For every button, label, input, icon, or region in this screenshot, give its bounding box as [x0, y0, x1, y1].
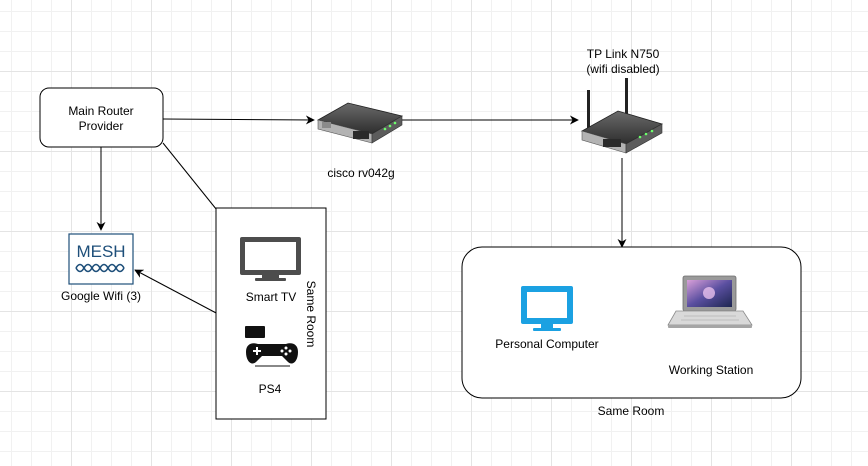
tplink-label-line2: (wifi disabled): [586, 62, 659, 76]
working-station-label: Working Station: [669, 363, 754, 377]
ps4-node[interactable]: PS4: [245, 326, 298, 396]
router-icon: [580, 78, 664, 154]
main-router-node[interactable]: Main Router Provider: [39, 87, 164, 148]
google-wifi-node[interactable]: MESH Google Wifi (3): [61, 233, 141, 303]
right-room-group[interactable]: Same Room: [461, 246, 802, 418]
main-router-label-line2: Provider: [79, 119, 124, 133]
left-room-label: Same Room: [304, 281, 318, 348]
personal-computer-label: Personal Computer: [495, 337, 598, 351]
laptop-icon: [667, 275, 753, 328]
cisco-router-node[interactable]: cisco rv042g: [316, 102, 404, 180]
router-icon: [316, 102, 404, 144]
monitor-icon: [521, 286, 573, 331]
ps4-label: PS4: [259, 382, 282, 396]
smart-tv-label: Smart TV: [246, 290, 296, 304]
mesh-icon-text: MESH: [76, 242, 125, 261]
right-room-label: Same Room: [598, 404, 665, 418]
working-station-node[interactable]: Working Station: [667, 275, 754, 377]
cisco-label: cisco rv042g: [327, 166, 394, 180]
edge-main-router-to-cisco[interactable]: [162, 115, 315, 125]
mesh-icon: MESH: [68, 233, 134, 285]
tv-icon: [240, 237, 301, 281]
game-console-icon: [245, 326, 298, 367]
main-router-label-line1: Main Router: [68, 104, 133, 118]
tplink-router-node[interactable]: TP Link N750 (wifi disabled): [580, 47, 664, 154]
personal-computer-node[interactable]: Personal Computer: [495, 286, 599, 351]
google-wifi-label: Google Wifi (3): [61, 289, 141, 303]
tplink-label-line1: TP Link N750: [587, 47, 660, 61]
smart-tv-node[interactable]: Smart TV: [240, 237, 301, 304]
